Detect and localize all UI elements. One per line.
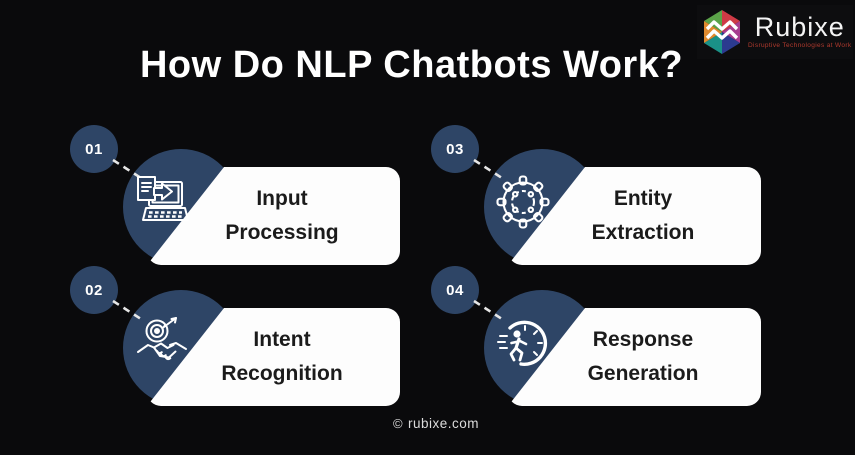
logo-name: Rubixe [754,12,845,43]
step-2-number-badge: 02 [70,266,118,314]
runner-speed-icon [497,320,548,366]
copyright-icon: © [392,416,404,431]
dashed-connector [473,158,503,180]
page-title: How Do NLP Chatbots Work? [139,44,684,86]
dashed-connector [112,299,142,321]
dashed-connector [112,158,142,180]
step-3-number: 03 [446,140,464,158]
dashed-connector [473,299,503,321]
footer-domain: rubixe.com [408,416,480,431]
rubixe-hexagon-cube-icon [704,10,740,54]
laptop-document-icon [137,176,189,221]
rubixe-logo: Rubixe Disruptive Technologies at Work [697,5,853,59]
step-2-number: 02 [85,281,103,299]
logo-tagline: Disruptive Technologies at Work [748,42,852,50]
step-1-number: 01 [85,140,103,158]
step-3-number-badge: 03 [431,125,479,173]
step-4-number-badge: 04 [431,266,479,314]
step-4-number: 04 [446,281,464,299]
footer-credit: © rubixe.com [0,416,855,431]
step-1-number-badge: 01 [70,125,118,173]
gear-icon [496,175,550,229]
target-handshake-icon [137,317,187,361]
